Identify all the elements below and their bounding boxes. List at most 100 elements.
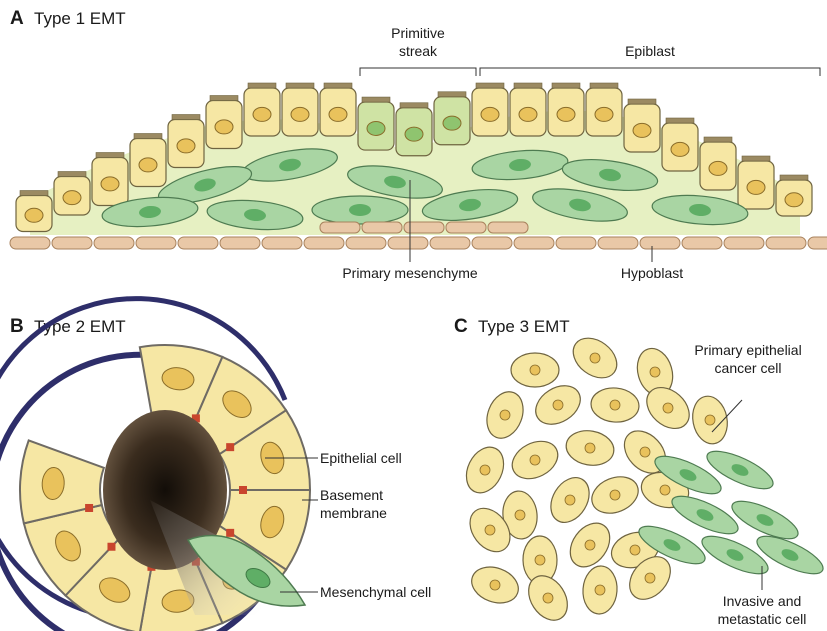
hypoblast-cell — [320, 222, 360, 233]
epiblast-bracket — [480, 68, 820, 76]
cell-nucleus — [177, 139, 195, 153]
cell-junction — [107, 543, 115, 551]
microvilli — [96, 153, 124, 158]
cell-nucleus — [63, 191, 81, 205]
cancer-nucleus — [590, 353, 600, 363]
cancer-nucleus — [663, 403, 673, 413]
panel-a-letter: A — [10, 8, 24, 29]
hypoblast-cell — [10, 237, 50, 249]
mesenchymal-nucleus — [349, 204, 371, 216]
microvilli — [248, 83, 276, 88]
microvilli — [20, 191, 48, 196]
cell-nucleus — [595, 107, 613, 121]
primary-epithelial-label-line2: cancer cell — [715, 360, 782, 376]
cancer-nucleus — [500, 410, 510, 420]
cancer-nucleus — [610, 400, 620, 410]
cell-nucleus — [253, 107, 271, 121]
cancer-nucleus — [650, 367, 660, 377]
cell-nucleus — [519, 107, 537, 121]
primary-epithelial-label-line1: Primary epithelial — [694, 342, 801, 358]
basement-membrane-label-line1: Basement — [320, 487, 383, 503]
cell-nucleus — [481, 107, 499, 121]
basement-membrane-label-line2: membrane — [320, 505, 387, 521]
hypoblast-cell — [724, 237, 764, 249]
microvilli — [438, 92, 466, 97]
microvilli — [324, 83, 352, 88]
cancer-nucleus — [530, 365, 540, 375]
cancer-nucleus — [530, 455, 540, 465]
hypoblast-cell — [472, 237, 512, 249]
hypoblast-cell — [388, 237, 428, 249]
hypoblast-cell — [640, 237, 680, 249]
panel-a: A Type 1 EMT Primitive streak Epiblast P… — [10, 8, 827, 281]
panel-b: B Type 2 EMT Epithelial cell Basement me… — [0, 299, 431, 631]
panel-c-title: Type 3 EMT — [478, 317, 570, 336]
hypoblast-cell — [220, 237, 260, 249]
hypoblast-cell — [808, 237, 827, 249]
microvilli — [742, 156, 770, 161]
hypoblast-cell — [556, 237, 596, 249]
cancer-nucleus — [543, 593, 553, 603]
panel-c-letter: C — [454, 316, 468, 337]
cell-nucleus — [747, 180, 765, 194]
primitive-streak-label-line2: streak — [399, 43, 438, 59]
microvilli — [210, 96, 238, 101]
hypoblast-cell — [94, 237, 134, 249]
cell-nucleus — [367, 121, 385, 135]
hypoblast-cell — [430, 237, 470, 249]
microvilli — [286, 83, 314, 88]
cell-nucleus — [25, 208, 43, 222]
microvilli — [666, 118, 694, 123]
cell-nucleus — [329, 107, 347, 121]
hypoblast-cell — [362, 222, 402, 233]
panel-b-letter: B — [10, 316, 24, 337]
hypoblast-cell — [346, 237, 386, 249]
microvilli — [552, 83, 580, 88]
hypoblast-cell — [136, 237, 176, 249]
cancer-nucleus — [585, 443, 595, 453]
microvilli — [514, 83, 542, 88]
microvilli — [362, 97, 390, 102]
cell-nucleus — [405, 127, 423, 141]
microvilli — [172, 115, 200, 120]
cell-junction — [226, 529, 234, 537]
hypoblast-label: Hypoblast — [621, 265, 683, 281]
cell-nucleus — [557, 107, 575, 121]
cancer-nucleus — [565, 495, 575, 505]
cell-nucleus — [101, 177, 119, 191]
cancer-nucleus — [610, 490, 620, 500]
cell-nucleus — [633, 123, 651, 137]
cell-nucleus — [671, 142, 689, 156]
cell-nucleus — [443, 116, 461, 130]
microvilli — [134, 134, 162, 139]
cell-junction — [85, 504, 93, 512]
cell-nucleus — [139, 158, 157, 172]
cancer-nucleus — [485, 525, 495, 535]
cancer-nucleus — [645, 573, 655, 583]
hypoblast-cell — [304, 237, 344, 249]
cancer-nucleus — [490, 580, 500, 590]
cancer-nucleus — [515, 510, 525, 520]
microvilli — [780, 175, 808, 180]
hypoblast-cell — [514, 237, 554, 249]
hypoblast-cell — [488, 222, 528, 233]
hypoblast-cell — [598, 237, 638, 249]
cancer-nucleus — [640, 447, 650, 457]
microvilli — [476, 83, 504, 88]
microvilli — [704, 137, 732, 142]
cancer-nucleus — [585, 540, 595, 550]
cancer-nucleus — [630, 545, 640, 555]
hypoblast-cell — [178, 237, 218, 249]
cell-nucleus — [215, 120, 233, 134]
cancer-nucleus — [595, 585, 605, 595]
cancer-nucleus — [660, 485, 670, 495]
cell-junction — [226, 443, 234, 451]
primitive-streak-bracket — [360, 68, 476, 76]
microvilli — [58, 172, 86, 177]
microvilli — [590, 83, 618, 88]
cancer-nucleus — [705, 415, 715, 425]
cell-nucleus — [291, 107, 309, 121]
hypoblast-cell — [52, 237, 92, 249]
hypoblast-cell — [766, 237, 806, 249]
